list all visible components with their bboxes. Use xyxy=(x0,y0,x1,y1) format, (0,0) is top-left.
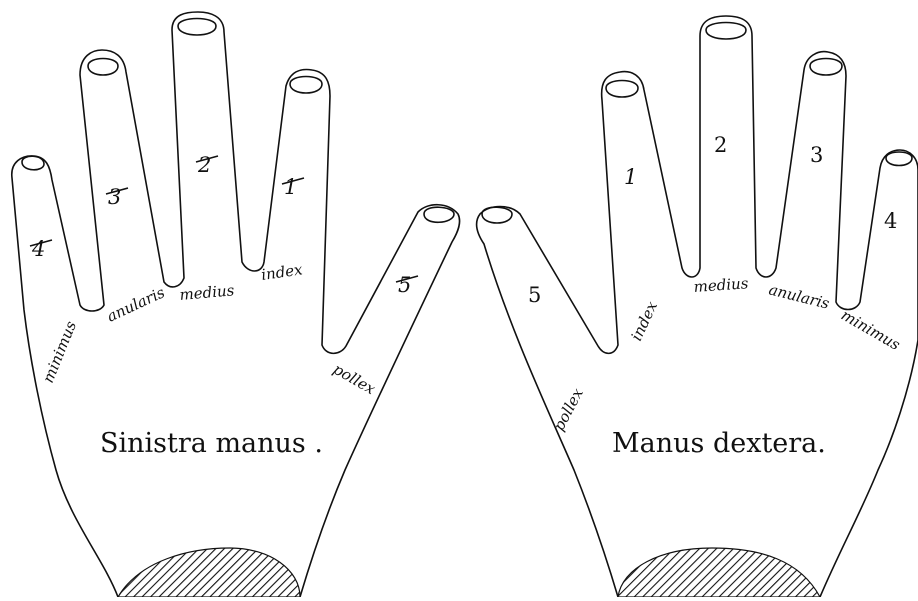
left-number-medius: 2 xyxy=(197,153,211,177)
left-number-index: 1 xyxy=(284,175,297,199)
right-hand-caption: Manus dextera. xyxy=(612,428,826,459)
right-number-index: 1 xyxy=(624,165,637,189)
left-number-pollex: 5 xyxy=(398,273,411,297)
right-number-anularis: 3 xyxy=(810,143,823,167)
left-number-anularis: 3 xyxy=(108,185,121,209)
left-hand-outline xyxy=(12,12,460,597)
right-number-minimus: 4 xyxy=(884,209,897,233)
right-hand: 1 2 3 4 5 index medius anularis minimus … xyxy=(477,16,918,597)
left-hand-caption: Sinistra manus . xyxy=(100,428,323,459)
left-number-minimus: 4 xyxy=(31,237,45,261)
right-number-pollex: 5 xyxy=(528,283,541,307)
right-hand-outline xyxy=(477,16,918,597)
left-hand: 4 3 2 1 5 minimus anularis medius index … xyxy=(12,12,460,597)
right-label-medius: medius xyxy=(693,274,749,296)
right-number-medius: 2 xyxy=(714,133,727,157)
